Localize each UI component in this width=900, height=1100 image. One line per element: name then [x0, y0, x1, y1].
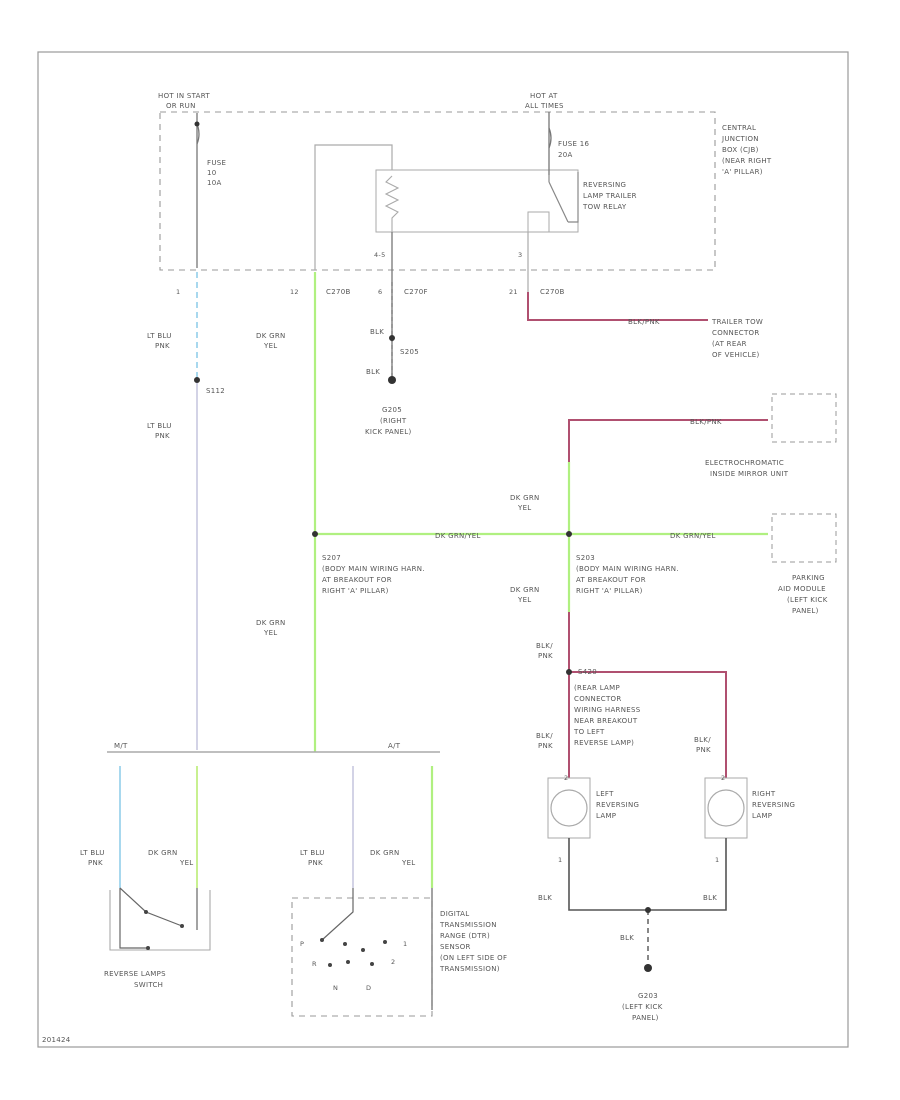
conn-c270b-1: C270B	[326, 288, 351, 296]
wire-label-blk-pnk-mirror: BLK/PNK	[690, 418, 722, 426]
ground-g205	[388, 376, 396, 384]
conn-c270b-2: C270B	[540, 288, 565, 296]
splice-s207-label: S207 (BODY MAIN WIRING HARN. AT BREAKOUT…	[322, 554, 427, 595]
relay-label: REVERSING LAMP TRAILER TOW RELAY	[582, 181, 639, 211]
relay-switch	[548, 172, 579, 223]
wire-label-blk-5: BLK	[620, 934, 634, 942]
pin-12: 12	[290, 288, 299, 296]
right-lamp-pin-2: 2	[721, 774, 725, 782]
conn-c270f: C270F	[404, 288, 428, 296]
fuse-16	[548, 127, 552, 149]
wire-label-lt-blu-pnk-3: LT BLU PNK	[80, 849, 107, 867]
hot-in-start-run-label: HOT IN START OR RUN	[158, 92, 213, 110]
parking-aid-connector	[771, 513, 837, 563]
reverse-switch-label: REVERSE LAMPS SWITCH	[104, 970, 168, 989]
wire-label-blk-4: BLK	[703, 894, 717, 902]
wire-label-dk-grn-yel-3: DK GRN YEL	[510, 586, 542, 604]
dtr-pos-2: 2	[391, 958, 395, 966]
fuse-16-label: FUSE 16 20A	[558, 140, 592, 159]
right-lamp-label: RIGHT REVERSING LAMP	[752, 790, 798, 820]
dtr-pos-p: P	[300, 940, 304, 948]
dtr-pos-d: D	[366, 984, 371, 992]
wire-label-blk-1: BLK	[370, 328, 384, 336]
hot-at-all-times-label: HOT AT ALL TIMES	[525, 92, 564, 110]
fuse-10-label: FUSE 10 10A	[207, 159, 229, 187]
wire-blk-pnk-right-lamp	[569, 671, 727, 778]
diagram-code: 201424	[42, 1036, 71, 1044]
wire-label-blk-pnk-2: BLK/ PNK	[536, 732, 555, 750]
left-lamp-pin-2: 2	[564, 774, 568, 782]
wire-label-lt-blu-pnk-2: LT BLU PNK	[147, 422, 174, 440]
mt-label: M/T	[114, 742, 128, 750]
wire-blk-pnk-mirror	[568, 419, 768, 462]
dtr-sensor-label: DIGITAL TRANSMISSION RANGE (DTR) SENSOR …	[439, 910, 510, 973]
dtr-pos-r: R	[312, 960, 317, 968]
dtr-pos-1: 1	[403, 940, 407, 948]
wire-label-dk-grn-yel-4: DK GRN YEL	[256, 619, 288, 637]
central-junction-box-outline	[159, 111, 716, 271]
dtr-sensor-switch	[321, 888, 433, 1010]
left-lamp-pin-1: 1	[558, 856, 562, 864]
wire-label-blk-pnk-3: BLK/ PNK	[694, 736, 713, 754]
parking-aid-label: PARKING AID MODULE (LEFT KICK PANEL)	[778, 574, 830, 615]
right-lamp-pin-1: 1	[715, 856, 719, 864]
wire-label-blk-3: BLK	[538, 894, 552, 902]
relay-pin-left: 4-5	[374, 251, 386, 259]
at-label: A/T	[388, 742, 401, 750]
ground-g203-label: G203 (LEFT KICK PANEL)	[622, 992, 665, 1022]
wire-label-blk-pnk-trailer: BLK/PNK	[628, 318, 660, 326]
wire-label-dk-grn-yel-6: DK GRN YEL	[370, 849, 416, 867]
wire-label-blk-2: BLK	[366, 368, 380, 376]
relay-box	[375, 169, 579, 233]
dtr-pos-n: N	[333, 984, 338, 992]
electrochromic-label: ELECTROCHROMATIC INSIDE MIRROR UNIT	[705, 459, 789, 478]
left-lamp-housing	[547, 777, 591, 839]
relay-pin-right: 3	[518, 251, 522, 259]
dtr-sensor-outline	[291, 897, 433, 1017]
cjb-label: CENTRAL JUNCTION BOX (CJB) (NEAR RIGHT '…	[721, 124, 774, 176]
wire-label-blk-pnk-1: BLK/ PNK	[536, 642, 555, 660]
mirror-connector	[771, 393, 837, 443]
diagram-border	[37, 51, 849, 1048]
wire-label-dk-grn-yel-1: DK GRN YEL	[256, 332, 288, 350]
wire-label-lt-blu-pnk-4: LT BLU PNK	[300, 849, 327, 867]
relay-contact-return	[527, 211, 550, 232]
wire-blk-pnk-trailer	[527, 292, 708, 321]
pin-1: 1	[176, 288, 180, 296]
dtr-contacts	[320, 938, 387, 967]
splice-s112: S112	[206, 387, 225, 395]
ground-g203	[644, 964, 652, 972]
right-lamp-housing	[704, 777, 748, 839]
wire-label-dk-grn-yel-inline-1: DK GRN/YEL	[435, 532, 481, 540]
right-lamp-bulb	[707, 789, 745, 827]
left-lamp-bulb	[550, 789, 588, 827]
splice-s420: S420	[578, 668, 597, 676]
splice-points	[194, 121, 651, 913]
fuse-10-circuit	[196, 113, 200, 268]
rear-lamp-connector-label: (REAR LAMP CONNECTOR WIRING HARNESS NEAR…	[573, 684, 643, 747]
left-lamp-label: LEFT REVERSING LAMP	[596, 790, 642, 820]
pin-21: 21	[509, 288, 518, 296]
splice-s203-label: S203 (BODY MAIN WIRING HARN. AT BREAKOUT…	[576, 554, 681, 595]
wire-label-dk-grn-yel-2: DK GRN YEL	[510, 494, 542, 512]
ground-g205-label: G205 (RIGHT KICK PANEL)	[365, 406, 412, 436]
relay-coil	[384, 175, 400, 232]
wire-pin-12-loop	[314, 144, 393, 270]
reverse-switch-contacts	[119, 887, 198, 949]
splice-s205: S205	[400, 348, 419, 356]
wire-label-dk-grn-yel-5: DK GRN YEL	[148, 849, 194, 867]
wire-label-dk-grn-yel-inline-2: DK GRN/YEL	[670, 532, 716, 540]
wire-label-lt-blu-pnk-1: LT BLU PNK	[147, 332, 174, 350]
pin-6: 6	[378, 288, 382, 296]
reverse-switch-body	[109, 890, 211, 951]
trailer-tow-label: TRAILER TOW CONNECTOR (AT REAR OF VEHICL…	[711, 318, 766, 359]
